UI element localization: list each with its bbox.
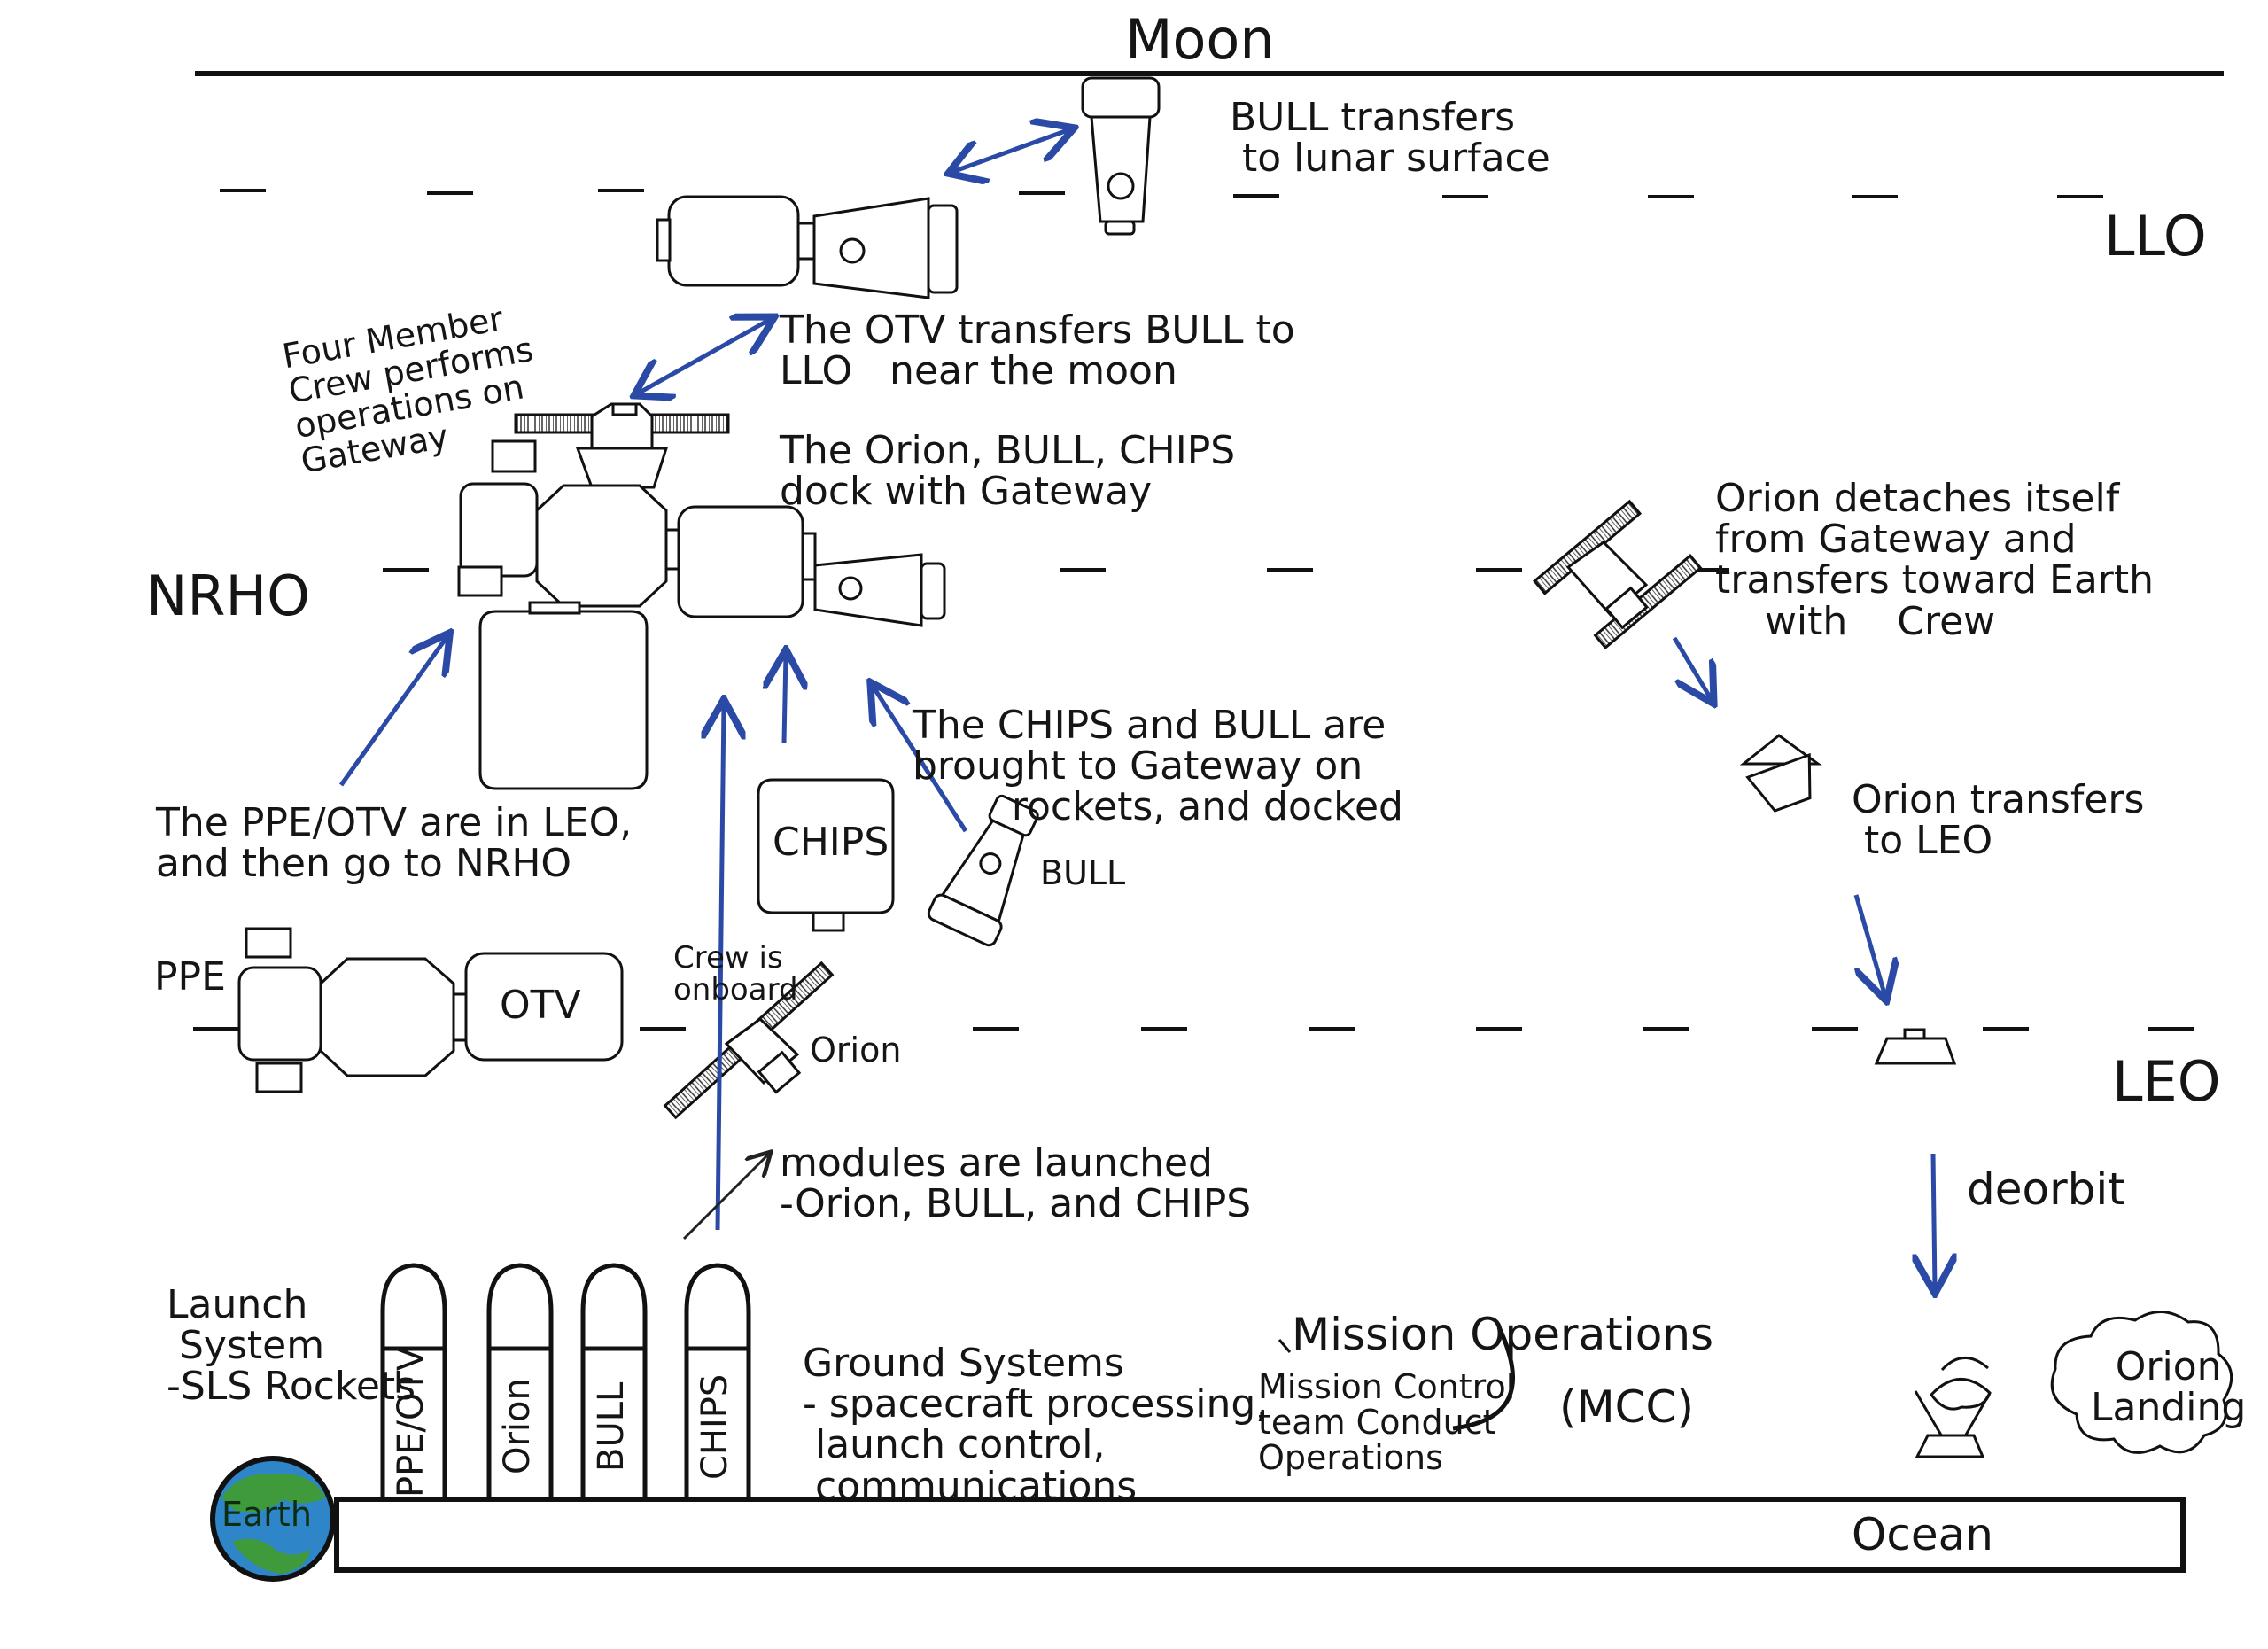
ppe-otv-leo-note: The PPE/OTV are in LEO, and then go to N… bbox=[156, 800, 633, 887]
leo-label: LEO bbox=[2112, 1049, 2221, 1114]
moon-label: Moon bbox=[1125, 7, 1275, 72]
mission-ops-body: Mission Control team Conduct Operations bbox=[1258, 1367, 1516, 1477]
rocket-bull-label: BULL bbox=[591, 1381, 632, 1472]
bull-lunar-lander bbox=[1081, 76, 1161, 236]
sls-rockets bbox=[380, 1263, 751, 1497]
launch-system-note: Launch System -SLS Rockets bbox=[167, 1282, 416, 1410]
rocket-chips-label: CHIPS bbox=[695, 1373, 735, 1480]
otv-bull-stack-llo bbox=[656, 195, 959, 299]
llo-orbit-line bbox=[220, 189, 2103, 198]
mission-ops-title: Mission Operations bbox=[1292, 1309, 1714, 1360]
earth-globe bbox=[210, 1456, 336, 1582]
orion-capsule-transfer bbox=[1739, 734, 1822, 813]
orion-leo-label: Orion bbox=[810, 1031, 902, 1070]
launch-arrow bbox=[682, 1154, 769, 1241]
nrho-label: NRHO bbox=[146, 564, 310, 628]
otv-transfers-note: The OTV transfers BULL to LLO near the m… bbox=[780, 307, 1295, 394]
llo-label: LLO bbox=[2104, 204, 2207, 268]
earth-label: Earth bbox=[221, 1495, 312, 1534]
ocean-label: Ocean bbox=[1852, 1509, 1993, 1560]
rocket-orion-label: Orion bbox=[497, 1378, 538, 1475]
orion-landing-capsule bbox=[1914, 1357, 1992, 1458]
orion-capsule-leo bbox=[1874, 1028, 1957, 1065]
dock-note: The Orion, BULL, CHIPS dock with Gateway bbox=[780, 428, 1236, 515]
deorbit-note: deorbit bbox=[1967, 1163, 2125, 1215]
ground-systems-note: Ground Systems - spacecraft processing, … bbox=[803, 1341, 1269, 1509]
orion-landing-note: Orion Landing bbox=[2091, 1344, 2247, 1431]
ground-ocean-bar bbox=[334, 1497, 2186, 1573]
orion-landing-cloud bbox=[2050, 1311, 2233, 1454]
mission-ops-swoosh bbox=[1452, 1326, 1515, 1431]
bull-label: BULL bbox=[1040, 853, 1126, 892]
crew-onboard-note: Crew is onboard bbox=[673, 940, 798, 1007]
ppe-label: PPE bbox=[154, 954, 226, 1000]
orion-detaching bbox=[1533, 499, 1703, 650]
chips-module bbox=[757, 778, 895, 932]
gateway-station bbox=[457, 402, 946, 790]
chips-bull-brought-note: The CHIPS and BULL are brought to Gatewa… bbox=[913, 703, 1403, 830]
otv-label: OTV bbox=[500, 983, 581, 1028]
rocket-ppe-otv-label: PPE/OTV bbox=[391, 1346, 431, 1497]
modules-launched-note: modules are launched -Orion, BULL, and C… bbox=[780, 1140, 1252, 1227]
ppe-otv-stack-leo bbox=[237, 927, 624, 1093]
bull-module bbox=[927, 794, 1039, 947]
transfer-arrows bbox=[338, 129, 1935, 1289]
orion-detaches-note: Orion detaches itself from Gateway and t… bbox=[1715, 476, 2155, 644]
mission-ops-tick bbox=[1278, 1339, 1292, 1353]
orion-to-leo-note: Orion transfers to LEO bbox=[1852, 777, 2145, 864]
chips-label: CHIPS bbox=[773, 820, 889, 865]
bull-transfers-note: BULL transfers to lunar surface bbox=[1230, 95, 1550, 182]
mcc-label: (MCC) bbox=[1559, 1381, 1694, 1433]
